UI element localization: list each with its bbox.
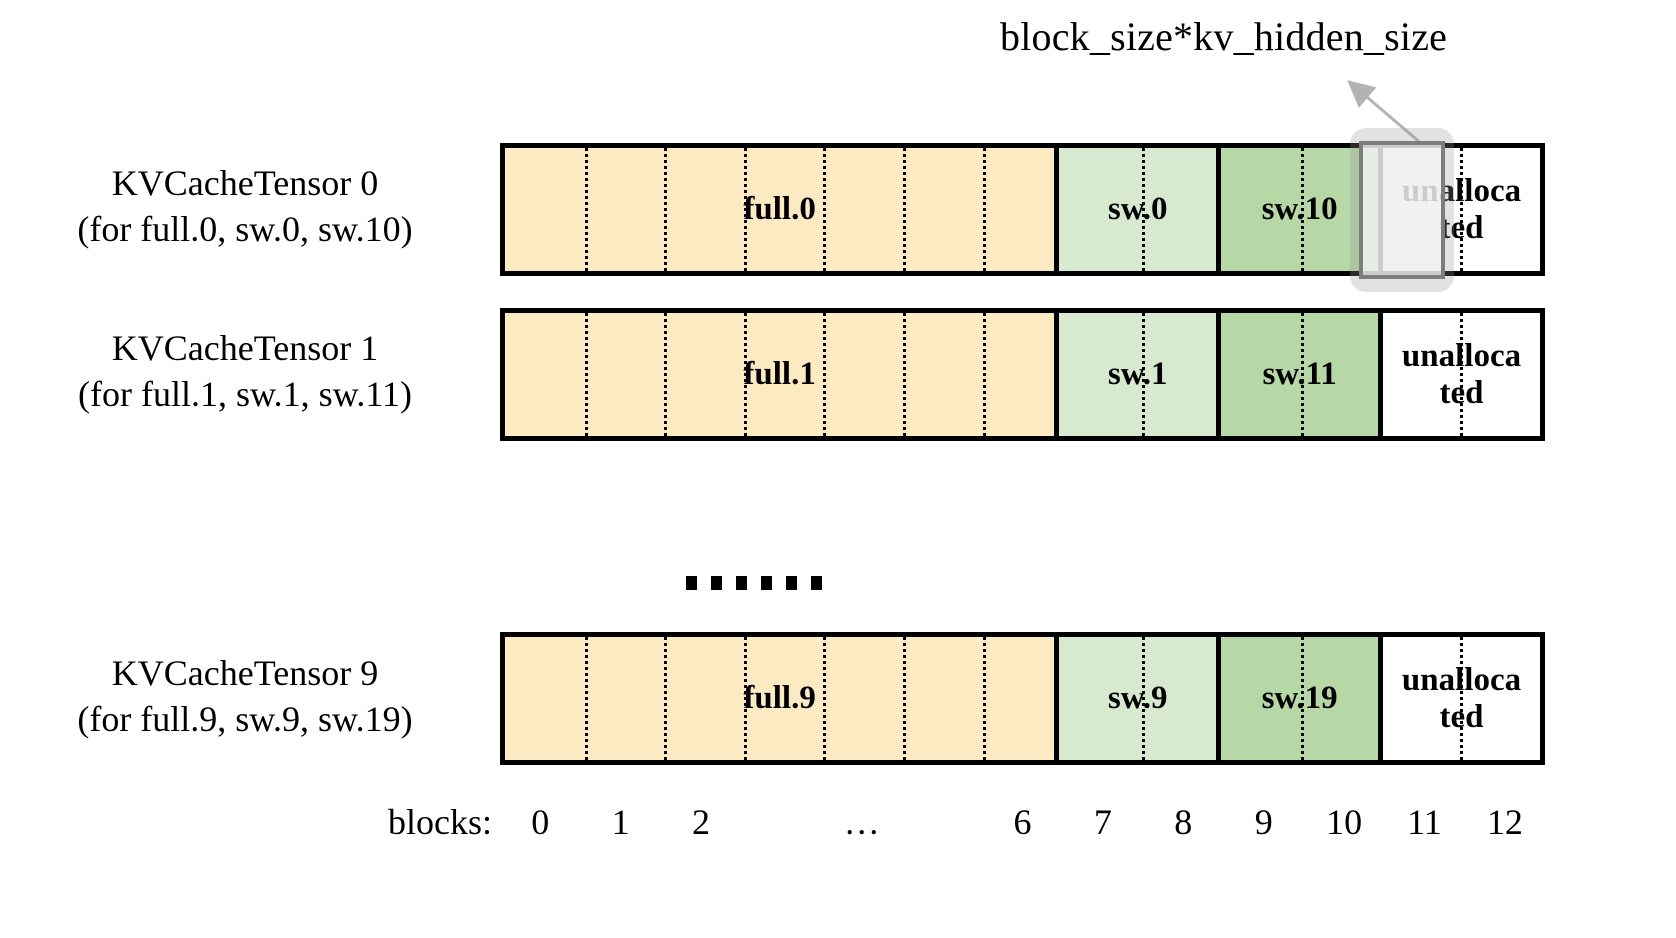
axis-tick-4: 6 [1013,802,1032,842]
segment-label: sw.11 [1262,356,1337,393]
row-label-line1: KVCacheTensor 9 [111,653,379,693]
segment-label: sw.0 [1107,191,1168,228]
segment-full-1[interactable]: full.1 [505,313,1060,436]
segment-label: sw.10 [1261,191,1338,228]
ellipsis-dot [686,576,697,590]
segment-label: full.9 [743,680,816,717]
segment-sw-low-9[interactable]: sw.9 [1059,637,1222,760]
axis-tick-5: 7 [1093,802,1112,842]
row-label-line2: (for full.1, sw.1, sw.11) [78,374,412,415]
segment-sw-high-9[interactable]: sw.19 [1221,637,1384,760]
axis-tick-3: … [843,802,880,842]
axis-tick-1: 1 [611,802,630,842]
segment-full-9[interactable]: full.9 [505,637,1060,760]
row-label-tensor-9: KVCacheTensor 9 (for full.9, sw.9, sw.19… [10,650,480,742]
row-label-line2: (for full.0, sw.0, sw.10) [77,209,413,250]
axis-tick-6: 8 [1174,802,1193,842]
axis-caption: blocks: [388,802,492,842]
row-label-tensor-0: KVCacheTensor 0 (for full.0, sw.0, sw.10… [10,160,480,252]
segment-sw-low-1[interactable]: sw.1 [1059,313,1222,436]
axis-tick-0: 0 [531,802,550,842]
ellipsis-dot [761,576,772,590]
segment-sw-high-1[interactable]: sw.11 [1221,313,1384,436]
axis-tick-8: 10 [1326,802,1363,842]
segment-label: sw.19 [1261,680,1338,717]
row-label-tensor-1: KVCacheTensor 1 (for full.1, sw.1, sw.11… [10,325,480,417]
row-label-line1: KVCacheTensor 0 [111,163,379,203]
ellipsis-dot [786,576,797,590]
ellipsis-dot [811,576,822,590]
axis-tick-2: 2 [691,802,710,842]
segment-full-0[interactable]: full.0 [505,148,1060,271]
axis-tick-10: 12 [1486,802,1523,842]
segment-label: full.0 [743,191,816,228]
block-highlight-inner [1359,141,1445,279]
ellipsis-dot [711,576,722,590]
axis-tick-9: 11 [1407,802,1442,842]
block-highlight-box[interactable] [1350,128,1454,292]
segment-sw-low-0[interactable]: sw.0 [1059,148,1222,271]
row-label-line2: (for full.9, sw.9, sw.19) [77,699,413,740]
segment-label: sw.9 [1107,680,1168,717]
annotation-label: block_size*kv_hidden_size [1000,14,1448,59]
ellipsis-dot [736,576,747,590]
row-label-line1: KVCacheTensor 1 [111,328,379,368]
axis-tick-7: 9 [1254,802,1273,842]
segment-label: sw.1 [1107,356,1168,393]
vertical-continuation-ellipsis [686,576,822,590]
segment-label: full.1 [743,356,816,393]
